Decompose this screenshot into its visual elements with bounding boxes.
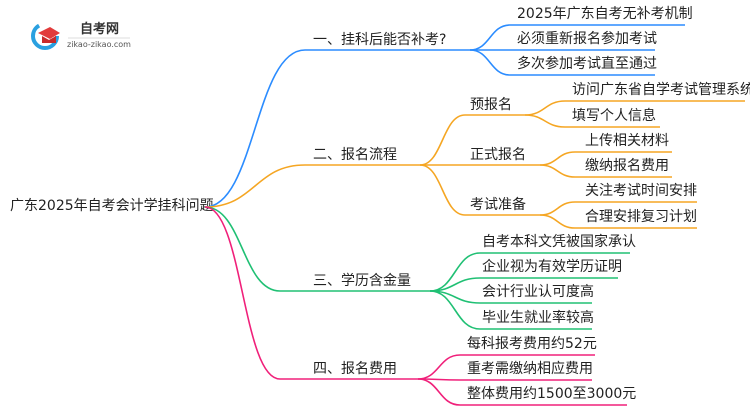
branch-connector	[204, 49, 306, 208]
leaf-node[interactable]: 填写个人信息	[572, 107, 656, 124]
leaf-connector	[539, 214, 576, 229]
sub-node[interactable]: 考试准备	[470, 196, 526, 213]
leaf-connector	[469, 49, 511, 76]
branch-node-1[interactable]: 一、挂科后能否补考?	[313, 32, 446, 48]
graduation-cap-icon	[38, 27, 60, 39]
logo-subtitle: zikao-zikao.com	[67, 40, 131, 49]
leaf-connector	[539, 201, 576, 216]
branch-connector	[204, 206, 281, 292]
leaf-connector	[417, 354, 461, 380]
leaf-node[interactable]: 2025年广东自考无补考机制	[517, 6, 693, 22]
leaf-node[interactable]: 自考本科文凭被国家承认	[482, 233, 636, 250]
leaf-connector	[524, 100, 566, 116]
leaf-node[interactable]: 每科报考费用约52元	[467, 336, 597, 352]
leaf-connector	[524, 114, 566, 128]
branch-node-4[interactable]: 四、报名费用	[313, 361, 397, 377]
sub-node[interactable]: 正式报名	[470, 147, 526, 163]
leaf-connector	[539, 164, 576, 178]
logo-title: 自考网	[80, 21, 119, 37]
leaf-node[interactable]: 毕业生就业率较高	[482, 309, 594, 326]
leaf-node[interactable]: 会计行业认可度高	[482, 283, 594, 300]
leaf-node[interactable]: 企业视为有效学历证明	[482, 258, 622, 275]
branch-connector	[204, 164, 306, 208]
logo: 自考网 zikao-zikao.com	[31, 21, 131, 50]
sub-connector	[419, 164, 466, 216]
leaf-connector	[417, 378, 461, 406]
branch-node-3[interactable]: 三、学历含金量	[313, 273, 411, 289]
leaf-node[interactable]: 上传相关材料	[585, 133, 669, 149]
logo-ring-icon	[31, 22, 59, 50]
leaf-node[interactable]: 必须重新报名参加考试	[517, 30, 657, 47]
leaf-node[interactable]: 访问广东省自学考试管理系统	[572, 82, 750, 98]
graduation-cap-base	[42, 36, 56, 43]
leaf-node[interactable]: 合理安排复习计划	[585, 208, 697, 225]
leaf-connector	[539, 151, 576, 166]
root-node[interactable]: 广东2025年自考会计学挂科问题	[10, 198, 214, 214]
branch-node-2[interactable]: 二、报名流程	[313, 147, 397, 163]
leaf-node[interactable]: 缴纳报名费用	[585, 158, 669, 174]
leaf-node[interactable]: 整体费用约1500至3000元	[467, 386, 636, 402]
sub-node[interactable]: 预报名	[470, 97, 512, 113]
leaf-connector	[469, 24, 511, 51]
leaf-node[interactable]: 关注考试时间安排	[585, 183, 697, 199]
sub-connector	[419, 114, 466, 166]
branch-connector	[204, 206, 281, 380]
leaf-node[interactable]: 重考需缴纳相应费用	[467, 360, 593, 377]
leaf-node[interactable]: 多次参加考试直至通过	[517, 55, 657, 72]
leaf-connector	[429, 290, 481, 330]
